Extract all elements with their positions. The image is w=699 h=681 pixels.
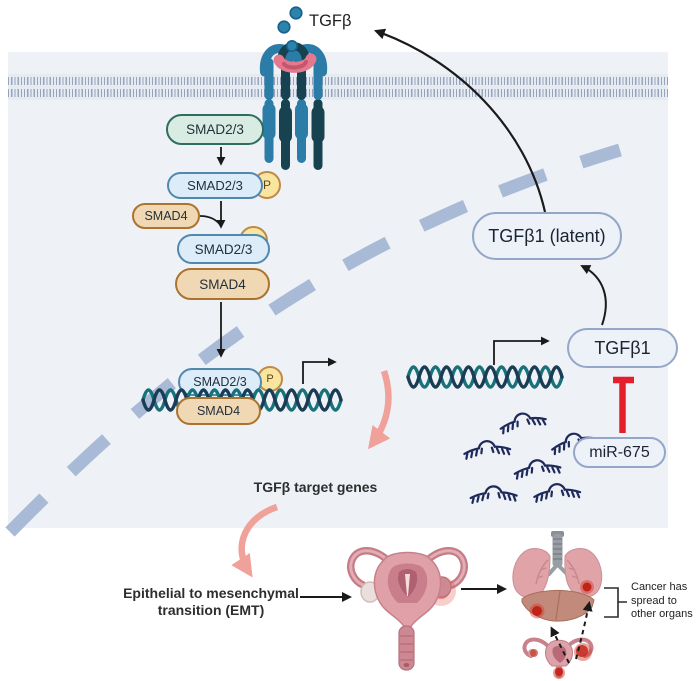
tgfb1-node: TGFβ1 — [567, 328, 678, 368]
tgfb-label: TGFβ — [309, 12, 352, 30]
arrow-tgfb1-to-latent — [580, 265, 607, 326]
pink-arrow-to-emt — [231, 503, 279, 578]
tgfb-target-genes-label: TGFβ target genes — [253, 479, 378, 495]
lungs-illustration — [512, 531, 603, 598]
transcription-arrow-tgfb1 — [493, 336, 550, 365]
smad4-complex-node: SMAD4 — [175, 268, 270, 300]
cell-background — [8, 52, 668, 528]
smad4-dna-node: SMAD4 — [176, 397, 261, 425]
tumor-spot — [555, 668, 563, 676]
metastatic-uterus-illustration — [522, 637, 594, 679]
nuclear-membrane-dashed-line — [5, 143, 622, 537]
tgfb-receptor-icon — [259, 42, 328, 170]
arrow-latent-to-tgfb — [373, 28, 547, 213]
smad4-join-connector — [199, 215, 222, 227]
membrane-lipid-row-bottom — [8, 89, 668, 97]
dashed-arrow-spread-to-lung — [575, 601, 593, 660]
membrane-lipid-row-top — [8, 77, 668, 85]
tgfb-molecule-dots — [277, 6, 303, 52]
smad4-node: SMAD4 — [132, 203, 200, 229]
smad23-complex-node: SMAD2/3 — [177, 234, 270, 264]
organs-bracket — [604, 587, 627, 618]
inhibition-bar — [613, 376, 634, 433]
dashed-arrow-spread-to-liver — [550, 626, 570, 664]
mirna-icon — [512, 456, 563, 480]
uterus-illustration — [347, 547, 468, 671]
mirna-icon — [462, 437, 512, 461]
smad23-node: SMAD2/3 — [166, 114, 264, 145]
mirna-icon — [469, 484, 518, 505]
mirna-icon — [497, 407, 548, 435]
smad23-phospho-node: SMAD2/3 — [167, 172, 263, 199]
tgfb1-latent-node: TGFβ1 (latent) — [472, 212, 622, 260]
dna-helix-tgfb1-gene — [406, 365, 564, 389]
cancer-spread-label: Cancer has spread to other organs — [631, 581, 693, 620]
tumor-spot — [530, 649, 538, 657]
pink-arrow-to-target-genes — [367, 369, 392, 450]
liver-illustration — [521, 589, 595, 622]
mirna-icon — [532, 480, 582, 504]
emt-label: Epithelial to mesenchymal transition (EM… — [123, 585, 299, 618]
mir675-node: miR-675 — [573, 437, 666, 468]
transcription-arrow-target-genes — [302, 357, 337, 384]
